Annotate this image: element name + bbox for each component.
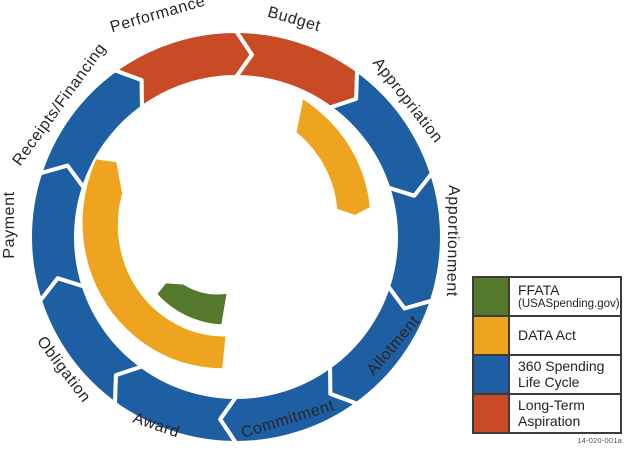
lifecycle-ring-svg [28, 28, 444, 446]
ring-segment-payment [28, 163, 86, 303]
data-act-main-arc [82, 159, 226, 369]
legend-label-data-act: DATA Act [518, 326, 576, 343]
ring-segment-receipts-financing [38, 68, 144, 190]
ring-segment-apportionment [386, 171, 444, 311]
legend-item-life-cycle: 360 Spending Life Cycle [474, 356, 620, 395]
legend-note-ffata: (USASpending.gov) [518, 298, 620, 311]
legend-item-long-term: Long-Term Aspiration [474, 395, 620, 432]
legend-swatch-data-act [474, 317, 510, 354]
legend-swatch-life-cycle [474, 356, 510, 393]
legend-item-ffata: FFATA (USASpending.gov) [474, 278, 620, 317]
legend-swatch-ffata [474, 278, 510, 315]
legend-label-long-term: Long-Term Aspiration [518, 396, 585, 429]
legend-label-ffata: FFATA [518, 281, 560, 298]
ffata-arc [157, 283, 227, 325]
legend-item-data-act: DATA Act [474, 317, 620, 356]
legend-swatch-long-term [474, 395, 510, 432]
ring-label-payment: Payment [1, 191, 19, 259]
ring-segment-allotment [328, 284, 434, 406]
ring-label-apportionment: Apportionment [442, 184, 462, 297]
legend: FFATA (USASpending.gov) DATA Act 360 Spe… [472, 276, 622, 434]
ring-segment-performance [112, 28, 254, 110]
lifecycle-ring [28, 28, 444, 446]
ring-segment-budget [234, 28, 360, 110]
data-act-upper-arc [296, 99, 370, 215]
legend-label-life-cycle: 360 Spending Life Cycle [518, 357, 605, 390]
figure-code: 14-020-001a [577, 436, 622, 445]
